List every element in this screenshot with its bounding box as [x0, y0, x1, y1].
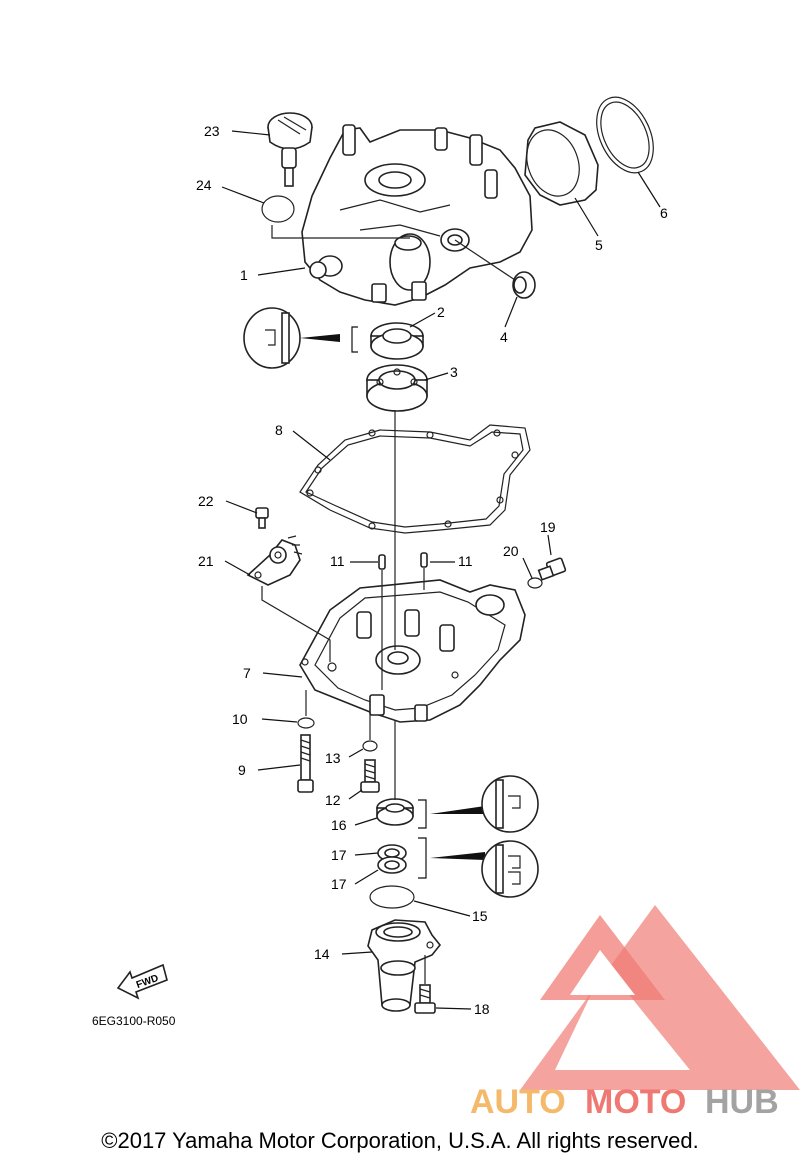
bolt-part-18: [414, 984, 436, 1014]
bolt-part-9: [297, 734, 314, 793]
callout-13: 13: [325, 750, 341, 766]
oil-filler-cap-part-23: [267, 112, 313, 187]
gasket-part-8: [299, 424, 531, 534]
callout-8: 8: [275, 422, 283, 438]
detail-bubble-seal-17: [418, 837, 539, 898]
callout-1: 1: [240, 267, 248, 283]
callout-2: 2: [437, 304, 445, 320]
callout-5: 5: [595, 237, 603, 253]
oil-seal-part-2: [370, 322, 424, 360]
oil-seal-part-16: [376, 798, 414, 826]
bearing-part-3: [366, 364, 428, 412]
oil-seal-part-4: [512, 271, 536, 299]
lower-casing-part-7: [299, 579, 526, 723]
o-ring-part-15: [369, 885, 415, 909]
callout-12: 12: [325, 792, 341, 808]
washer-part-10: [297, 717, 315, 729]
bolt-part-22: [255, 507, 269, 529]
washer-part-20: [527, 577, 543, 589]
callout-labels: 1 2 3 4 5 6 7 8 9 10 11 11 12 13 14 15 1…: [196, 123, 668, 1017]
watermark-text-hub: HUB: [705, 1083, 779, 1121]
callout-9: 9: [238, 762, 246, 778]
o-ring-part-24: [261, 195, 295, 223]
callout-7: 7: [243, 665, 251, 681]
watermark-text-moto: MOTO: [585, 1083, 686, 1121]
callout-14: 14: [314, 946, 330, 962]
callout-21: 21: [198, 553, 214, 569]
callout-17-lower: 17: [331, 876, 347, 892]
bracket-part-21: [246, 535, 303, 586]
callout-11-left: 11: [330, 553, 345, 569]
washer-part-13: [362, 740, 378, 752]
callout-10: 10: [232, 711, 248, 727]
callout-15: 15: [472, 908, 488, 924]
detail-bubble-seal-2: [243, 307, 358, 369]
bolt-part-19: [537, 557, 567, 581]
band-part-6: [596, 96, 654, 174]
dowel-pin-part-11-left: [378, 554, 386, 570]
callout-22: 22: [198, 493, 214, 509]
callout-6: 6: [660, 205, 668, 221]
oil-seal-part-17-lower: [377, 856, 407, 874]
callout-18: 18: [474, 1001, 490, 1017]
callout-11-right: 11: [458, 553, 473, 569]
callout-leaders: [221, 130, 661, 1010]
copyright-notice: ©2017 Yamaha Motor Corporation, U.S.A. A…: [101, 1128, 699, 1153]
diagram-code: 6EG3100-R050: [92, 1014, 176, 1028]
callout-19: 19: [540, 519, 556, 535]
cover-part-5: [524, 121, 599, 206]
callout-16: 16: [331, 817, 347, 833]
callout-23: 23: [204, 123, 220, 139]
dowel-pin-part-11-right: [420, 552, 428, 568]
detail-bubble-seal-16: [418, 775, 539, 833]
callout-4: 4: [500, 329, 508, 345]
upper-casing-part-1: [301, 124, 533, 306]
fwd-arrow-icon: FWD: [116, 963, 168, 1000]
bolt-part-12: [360, 759, 380, 793]
watermark-logo: AUTO MOTO HUB: [470, 905, 800, 1121]
callout-17-upper: 17: [331, 847, 347, 863]
assembly-guide-lines: [261, 225, 516, 984]
callout-24: 24: [196, 177, 212, 193]
watermark-text-auto: AUTO: [470, 1083, 566, 1121]
callout-20: 20: [503, 543, 519, 559]
housing-part-14: [367, 919, 442, 1012]
callout-3: 3: [450, 364, 458, 380]
